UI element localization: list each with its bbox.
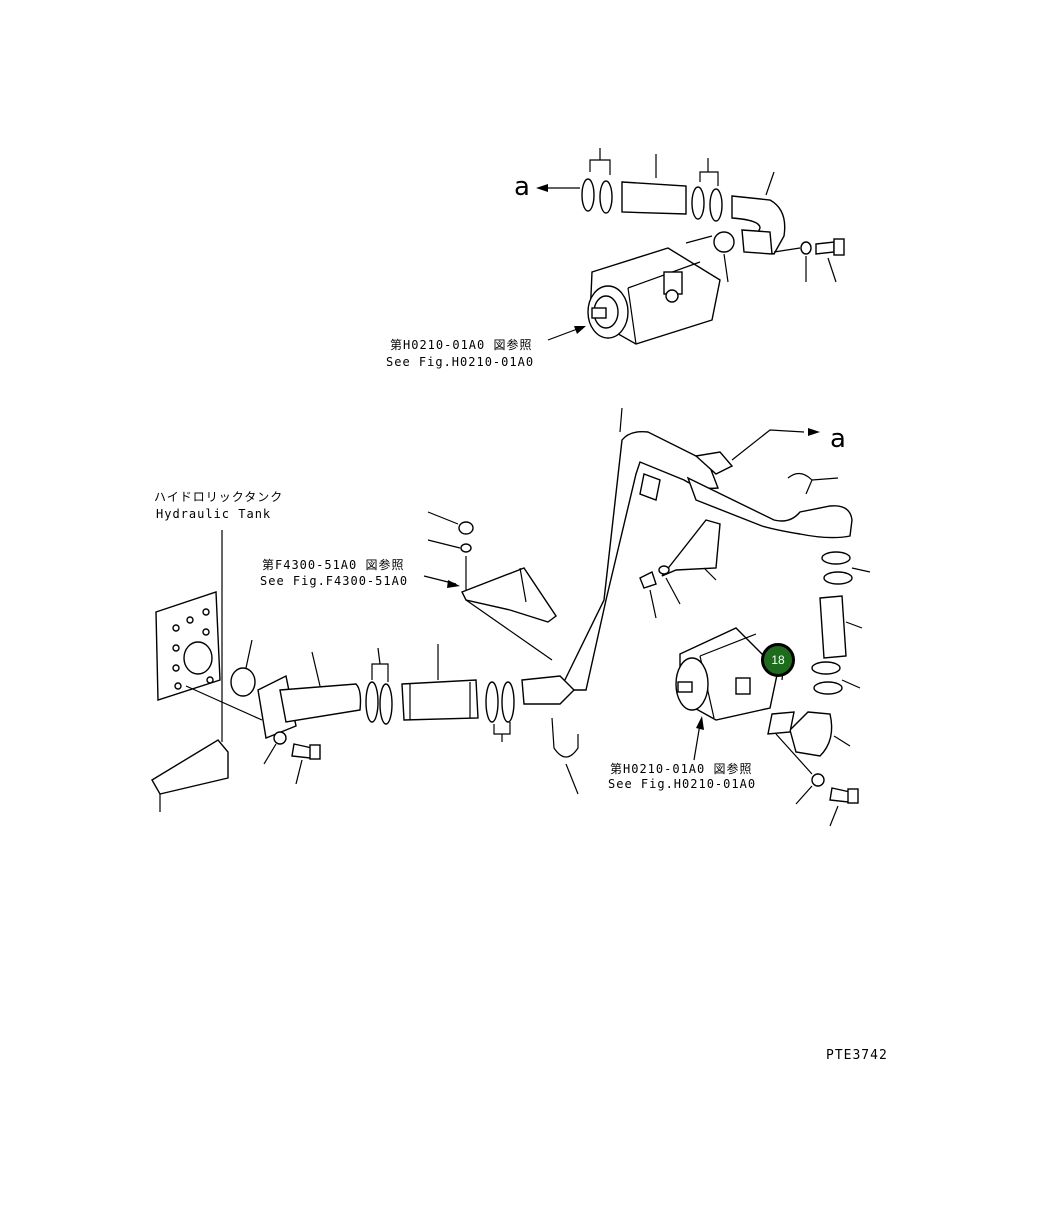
ref-top-jp: 第H0210-01A0 図参照 [390,338,533,352]
ref-mid-jp: 第F4300-51A0 図参照 [262,558,405,572]
tank-label-jp: ハイドロリックタンク [154,490,284,504]
drawing-code: PTE3742 [826,1048,888,1063]
part-callout-18[interactable]: 18 [761,643,795,677]
top-assembly [536,148,845,345]
ref-bot-en: See Fig.H0210-01A0 [608,777,757,791]
ref-mid-en: See Fig.F4300-51A0 [260,574,409,588]
arrow-a-label-mid: a [830,424,846,454]
tank-label-en: Hydraulic Tank [156,507,272,521]
arrow-a-label-top: a [514,172,530,202]
ref-bot-jp: 第H0210-01A0 図参照 [610,762,753,776]
main-assembly [151,407,871,827]
ref-top-en: See Fig.H0210-01A0 [386,355,535,369]
